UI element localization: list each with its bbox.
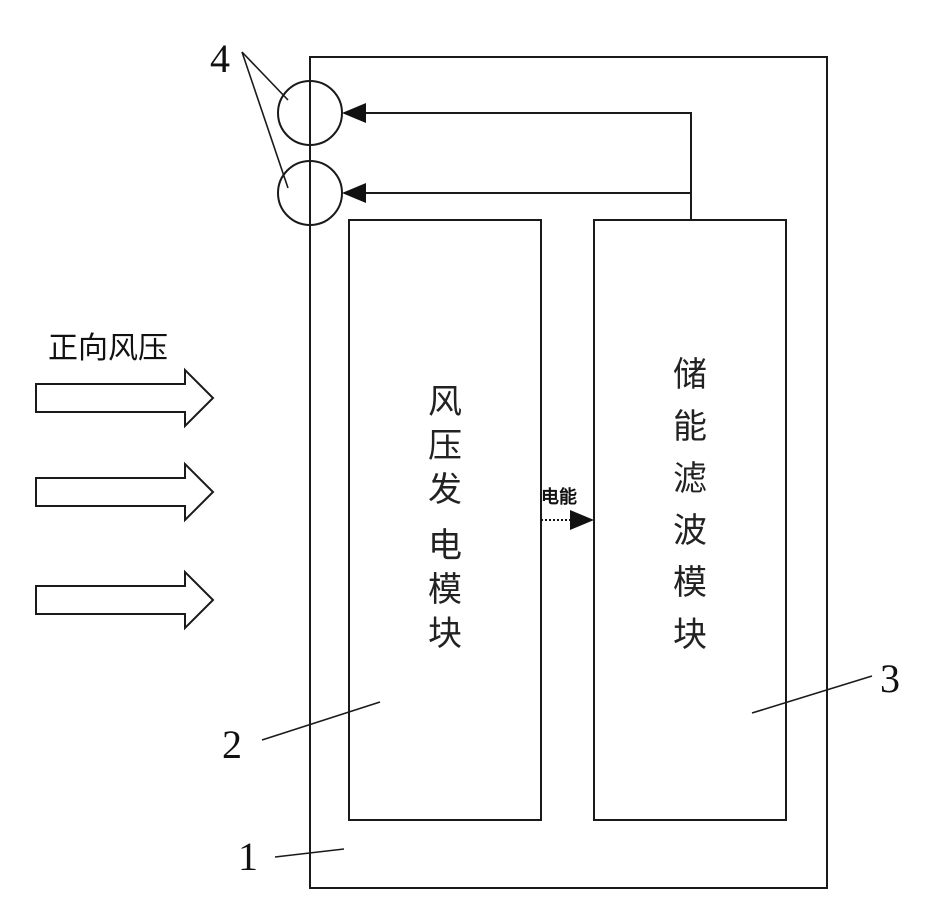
svg-text:能: 能	[673, 407, 707, 447]
ref-numeral-1: 1	[238, 834, 258, 879]
svg-text:波: 波	[673, 511, 707, 551]
generator-module-box	[349, 220, 541, 820]
svg-text:电: 电	[428, 526, 462, 566]
leader-line-2	[262, 702, 380, 740]
ref-numeral-2: 2	[222, 722, 242, 767]
feedback-line-top	[344, 113, 691, 220]
wind-arrow-bottom	[36, 572, 213, 628]
svg-text:滤: 滤	[673, 459, 707, 499]
svg-text:模: 模	[428, 570, 462, 610]
svg-text:风: 风	[428, 382, 462, 422]
svg-text:发: 发	[428, 470, 462, 510]
wind-arrow-middle	[36, 464, 213, 520]
generator-module-label: 风 压 发 电 模 块	[428, 382, 462, 654]
wind-arrow-top	[36, 370, 213, 426]
svg-text:模: 模	[673, 563, 707, 603]
svg-text:块: 块	[673, 615, 707, 655]
storage-module-label: 储 能 滤 波 模 块	[673, 355, 707, 655]
svg-text:块: 块	[428, 614, 462, 654]
leader-line-4-top	[242, 52, 288, 100]
ref-numeral-4: 4	[210, 36, 230, 81]
wind-pressure-label: 正向风压	[48, 331, 168, 366]
svg-text:压: 压	[428, 426, 462, 466]
ref-numeral-3: 3	[880, 656, 900, 701]
svg-text:储: 储	[673, 355, 707, 395]
leader-line-4-bottom	[242, 52, 288, 188]
housing-frame	[310, 57, 827, 888]
leader-line-3	[752, 676, 872, 713]
energy-flow-label: 电能	[541, 486, 577, 508]
